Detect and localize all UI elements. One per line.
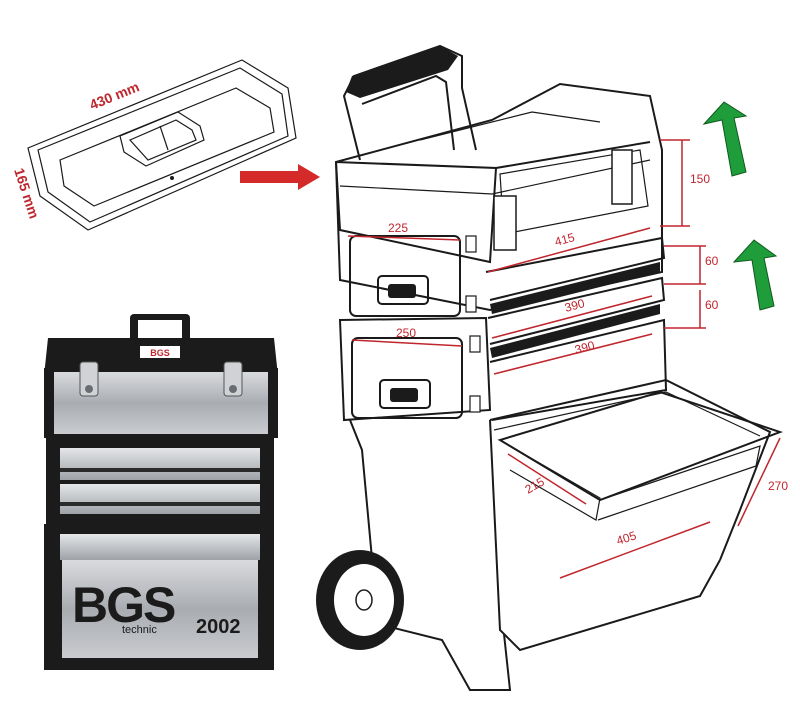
tray-hole-icon (170, 176, 174, 180)
product-drawer-2 (60, 484, 260, 514)
product-bottom-panel (62, 560, 258, 658)
tray-drawing: 430 mm 165 mm (11, 59, 297, 231)
product-photo: BGS BGS technic 2002 (44, 314, 278, 670)
latch-rear-icon (611, 149, 633, 205)
latch-left-icon (79, 361, 99, 397)
product-brand-logo: BGS (72, 577, 175, 633)
dimension-lines (347, 139, 781, 579)
product-drawer-1 (60, 448, 260, 480)
dim-bottom-width: 405 (615, 528, 639, 548)
dim-bottom-height: 270 (768, 479, 788, 493)
dim-bottom-depth: 215 (523, 474, 548, 496)
product-lid-badge-bg (140, 346, 180, 358)
dim-drawer2-height: 60 (705, 298, 719, 312)
tray-length-label: 430 mm (87, 78, 141, 112)
wheel-icon (316, 550, 404, 650)
dim-side-top-width: 225 (388, 221, 408, 235)
dim-drawer1-width: 390 (563, 296, 586, 315)
latch-right-icon (223, 361, 243, 397)
product-model-number: 2002 (196, 616, 241, 638)
product-brand-sub: technic (122, 624, 157, 636)
dim-drawer1-height: 60 (705, 254, 719, 268)
green-arrow-up-icon-2 (732, 239, 778, 311)
dim-top-height: 150 (690, 172, 710, 186)
dim-drawer2-width: 390 (573, 338, 596, 357)
green-arrow-up-icon (702, 101, 748, 177)
dim-side-mid-width: 250 (396, 326, 416, 340)
dim-top-width: 415 (553, 230, 576, 249)
tray-width-label: 165 mm (11, 166, 42, 221)
product-bottom-drawer (60, 534, 260, 560)
product-lid-badge: BGS (150, 348, 170, 358)
toolbox-line-drawing (316, 44, 783, 691)
red-arrow-icon (240, 164, 320, 190)
latch-front-icon (493, 195, 517, 251)
